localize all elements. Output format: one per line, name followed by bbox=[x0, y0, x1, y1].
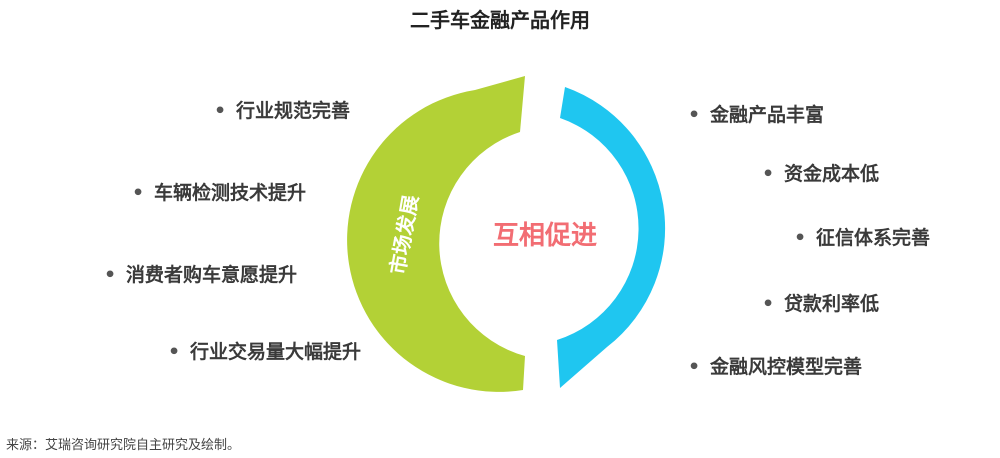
center-label: 互相促进 bbox=[493, 221, 597, 251]
source-note: 来源：艾瑞咨询研究院自主研究及绘制。 bbox=[6, 438, 241, 453]
right-arc-arrow bbox=[557, 87, 666, 388]
bullet-dot: • bbox=[762, 293, 775, 315]
bullet-dot: • bbox=[214, 100, 227, 122]
left-item-1: • 行业规范完善 bbox=[214, 96, 350, 123]
bullet-dot: • bbox=[762, 163, 775, 185]
right-item-2: • 资金成本低 bbox=[762, 159, 879, 186]
left-item-label: 消费者购车意愿提升 bbox=[126, 264, 298, 286]
bullet-dot: • bbox=[104, 264, 117, 286]
right-item-3: • 征信体系完善 bbox=[794, 223, 930, 250]
bullet-dot: • bbox=[688, 356, 701, 378]
right-item-label: 贷款利率低 bbox=[784, 293, 880, 315]
bullet-dot: • bbox=[794, 227, 807, 249]
right-item-1: • 金融产品丰富 bbox=[688, 100, 824, 127]
left-item-2: • 车辆检测技术提升 bbox=[132, 178, 306, 205]
left-item-4: • 行业交易量大幅提升 bbox=[168, 337, 361, 364]
left-item-label: 车辆检测技术提升 bbox=[154, 182, 307, 204]
right-item-5: • 金融风控模型完善 bbox=[688, 352, 862, 379]
right-item-label: 征信体系完善 bbox=[816, 227, 931, 249]
bullet-dot: • bbox=[688, 104, 701, 126]
right-item-4: • 贷款利率低 bbox=[762, 289, 879, 316]
right-item-label: 资金成本低 bbox=[784, 163, 880, 185]
diagram-title: 二手车金融产品作用 bbox=[410, 8, 590, 32]
right-item-label: 金融产品丰富 bbox=[710, 104, 825, 126]
left-item-3: • 消费者购车意愿提升 bbox=[104, 260, 297, 287]
left-item-label: 行业规范完善 bbox=[236, 100, 351, 122]
bullet-dot: • bbox=[132, 182, 145, 204]
bullet-dot: • bbox=[168, 341, 181, 363]
left-item-label: 行业交易量大幅提升 bbox=[190, 341, 362, 363]
right-arc-label: 金融服务 bbox=[662, 192, 700, 277]
left-arc-arrow bbox=[347, 76, 525, 392]
right-item-label: 金融风控模型完善 bbox=[710, 356, 863, 378]
